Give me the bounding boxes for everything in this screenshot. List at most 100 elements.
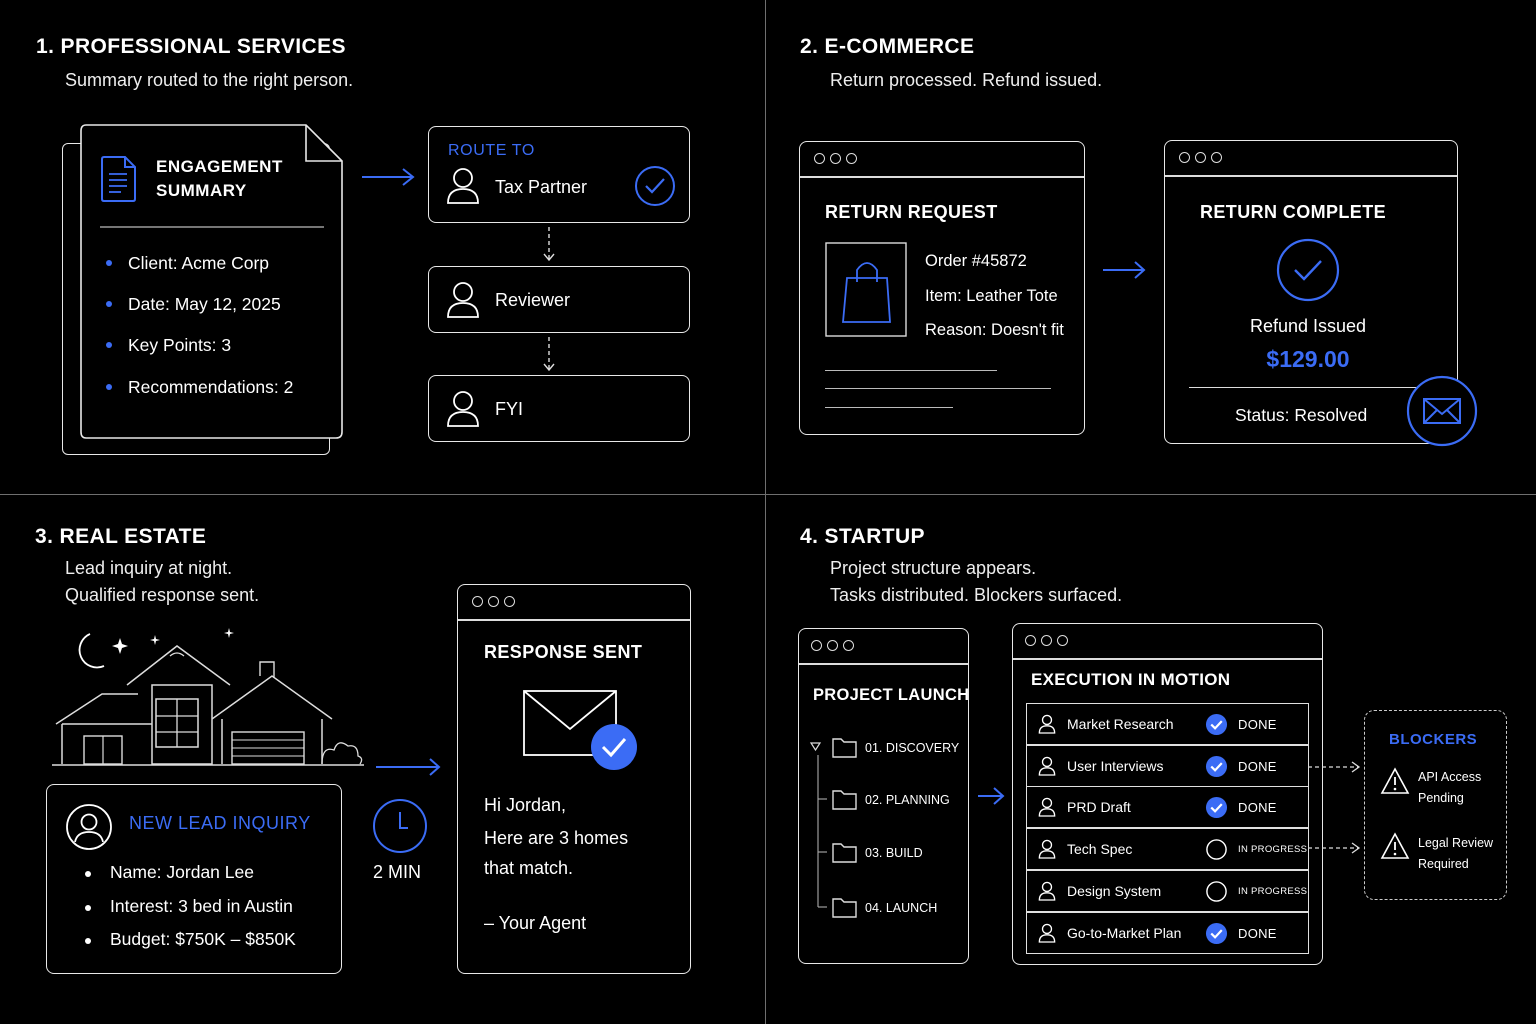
dashed-arrow-down-icon xyxy=(543,227,555,262)
task-name: User Interviews xyxy=(1067,757,1164,774)
message-signature: – Your Agent xyxy=(484,913,587,933)
task-name: Design System xyxy=(1067,882,1162,899)
person-icon xyxy=(447,168,479,204)
folder-tree xyxy=(809,738,857,918)
return-request-window: RETURN REQUEST Order #45872 Item: Leathe… xyxy=(799,141,1085,435)
task-name: PRD Draft xyxy=(1067,799,1131,816)
person-icon xyxy=(447,391,479,427)
window-controls xyxy=(1179,152,1222,163)
arrow-right-icon xyxy=(376,758,441,776)
recipient-label: Tax Partner xyxy=(495,177,588,197)
divider-line xyxy=(1189,387,1419,389)
refund-amount: $129.00 xyxy=(1266,346,1350,372)
q4-title: 4. STARTUP xyxy=(800,525,925,548)
phase-folder[interactable]: 03. BUILD xyxy=(865,846,923,860)
summary-item: Client: Acme Corp xyxy=(128,253,270,273)
route-card-fyi[interactable]: FYI xyxy=(428,375,690,442)
check-circle-icon xyxy=(1205,797,1228,819)
summary-item: Recommendations: 2 xyxy=(128,377,294,397)
blocker-text: API Access xyxy=(1418,770,1482,784)
lead-item: Name: Jordan Lee xyxy=(110,862,254,882)
task-row[interactable]: PRD Draft DONE xyxy=(1026,786,1309,829)
doc-title-line2: SUMMARY xyxy=(156,181,247,200)
person-icon xyxy=(1038,923,1056,943)
phase-folder[interactable]: 02. PLANNING xyxy=(865,793,950,807)
check-circle-icon xyxy=(1276,238,1340,302)
q3-subtitle-line2: Qualified response sent. xyxy=(65,585,260,605)
person-icon xyxy=(447,282,479,318)
lead-item: Budget: $750K – $850K xyxy=(110,929,296,949)
empty-circle-icon xyxy=(1206,880,1227,902)
item-name: Item: Leather Tote xyxy=(925,287,1058,305)
check-circle-icon xyxy=(1205,713,1228,736)
phase-folder[interactable]: 04. LAUNCH xyxy=(865,901,938,915)
q2-subtitle: Return processed. Refund issued. xyxy=(830,70,1103,90)
refund-label: Refund Issued xyxy=(1249,316,1367,336)
check-circle-icon xyxy=(635,166,675,206)
blockers-title: BLOCKERS xyxy=(1389,731,1478,748)
task-status: DONE xyxy=(1238,758,1277,774)
vertical-divider xyxy=(765,0,766,1024)
window-controls xyxy=(1025,635,1068,646)
warning-icon xyxy=(1380,767,1410,794)
bullet-dot xyxy=(85,905,91,911)
horizontal-divider xyxy=(0,494,1536,495)
bullet-dot xyxy=(106,260,112,266)
warning-icon xyxy=(1380,832,1410,859)
lead-item: Interest: 3 bed in Austin xyxy=(110,896,293,916)
dashed-arrow-right-icon xyxy=(1308,842,1361,854)
check-circle-icon xyxy=(1205,755,1228,777)
route-card-tax-partner[interactable]: ROUTE TO Tax Partner xyxy=(428,126,690,223)
q1-subtitle: Summary routed to the right person. xyxy=(65,70,354,90)
blocker-text: Pending xyxy=(1418,791,1464,805)
arrow-right-icon xyxy=(362,168,415,186)
route-card-reviewer[interactable]: Reviewer xyxy=(428,266,690,333)
document-sheet xyxy=(80,124,343,439)
task-status: DONE xyxy=(1238,925,1277,941)
summary-item: Date: May 12, 2025 xyxy=(128,294,281,314)
new-lead-card[interactable]: NEW LEAD INQUIRY Name: Jordan Lee Intere… xyxy=(46,784,342,974)
text-line xyxy=(825,388,1051,390)
q3-subtitle-line1: Lead inquiry at night. xyxy=(65,558,233,578)
dashed-arrow-down-icon xyxy=(543,337,555,372)
person-icon xyxy=(1038,798,1056,818)
shopping-bag-icon xyxy=(825,242,907,337)
mail-icon[interactable] xyxy=(1406,375,1478,447)
phase-folder[interactable]: 01. DISCOVERY xyxy=(865,741,960,755)
bullet-dot xyxy=(106,301,112,307)
bullet-dot xyxy=(85,871,91,877)
envelope-check-icon xyxy=(523,690,637,770)
document-icon xyxy=(101,156,136,202)
task-row[interactable]: Design System IN PROGRESS xyxy=(1026,869,1309,912)
lead-title: NEW LEAD INQUIRY xyxy=(129,813,311,833)
task-row[interactable]: User Interviews DONE xyxy=(1026,744,1309,787)
status-text: Status: Resolved xyxy=(1235,405,1368,425)
response-sent-title: RESPONSE SENT xyxy=(484,642,643,662)
text-line xyxy=(825,370,997,372)
person-icon xyxy=(1038,714,1056,734)
arrow-right-icon xyxy=(1103,261,1146,279)
message-line: Hi Jordan, xyxy=(484,795,567,815)
task-status: IN PROGRESS xyxy=(1238,844,1308,856)
return-complete-window: RETURN COMPLETE Refund Issued $129.00 St… xyxy=(1164,140,1458,444)
recipient-label: FYI xyxy=(495,399,524,419)
blocker-text: Required xyxy=(1418,857,1469,871)
person-icon xyxy=(1038,756,1056,776)
bullet-dot xyxy=(106,342,112,348)
window-controls xyxy=(811,640,854,651)
recipient-label: Reviewer xyxy=(495,290,571,310)
q3-title: 3. REAL ESTATE xyxy=(35,525,207,548)
task-status: IN PROGRESS xyxy=(1238,885,1308,897)
q4-subtitle-line1: Project structure appears. xyxy=(830,558,1037,578)
route-to-label: ROUTE TO xyxy=(448,142,535,159)
window-controls xyxy=(472,596,515,607)
house-at-night-illustration xyxy=(52,628,364,766)
empty-circle-icon xyxy=(1206,839,1227,860)
bullet-dot xyxy=(85,938,91,944)
task-status: DONE xyxy=(1238,800,1277,816)
user-avatar-icon xyxy=(66,804,112,850)
